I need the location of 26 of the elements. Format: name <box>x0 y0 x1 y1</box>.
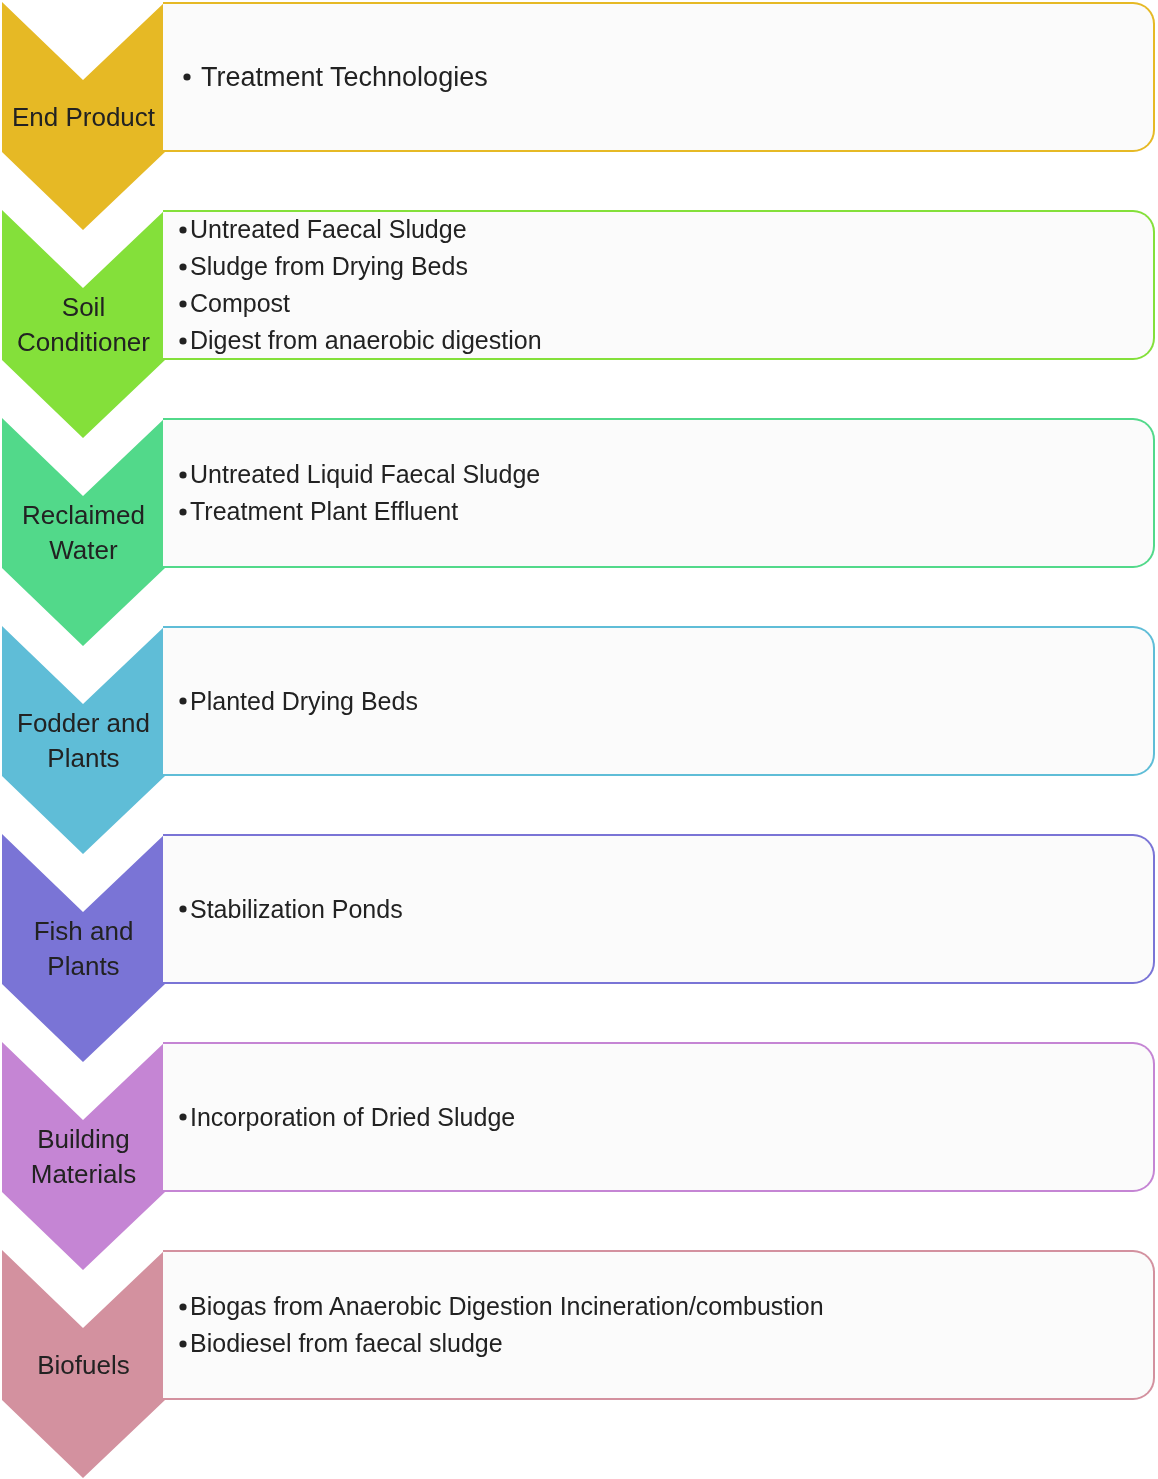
chevron-label: Reclaimed Water <box>21 499 146 567</box>
list-item-text: Stabilization Ponds <box>190 893 403 925</box>
chevron-label: Biofuels <box>37 1348 130 1382</box>
list-item-text: Digest from anaerobic digestion <box>190 325 542 356</box>
list-item-text: Treatment Technologies <box>201 60 488 94</box>
list-item-text: Treatment Plant Effluent <box>190 496 459 527</box>
content-panel <box>163 626 1155 776</box>
chevron-label: Soil Conditioner <box>16 291 151 359</box>
list-item-text: Sludge from Drying Beds <box>190 251 468 282</box>
list-item-text: Planted Drying Beds <box>190 685 418 717</box>
content-panel <box>163 1042 1155 1192</box>
list-item-text: Biogas from Anaerobic Digestion Incineration/combustion <box>190 1291 824 1322</box>
list-item-text: Biodiesel from faecal sludge <box>190 1328 503 1359</box>
content-panel <box>163 2 1155 152</box>
chevron-label: End Product <box>11 100 156 134</box>
chevron-label: Building Materials <box>29 1123 138 1191</box>
list-item-text: Untreated Faecal Sludge <box>190 214 467 245</box>
list-item-text: Untreated Liquid Faecal Sludge <box>190 459 541 490</box>
content-panel <box>163 1250 1155 1400</box>
chevron-label: Fodder and Plants <box>16 707 151 775</box>
content-panel <box>163 418 1155 568</box>
content-panel <box>163 210 1155 360</box>
list-item-text: Compost <box>190 288 291 319</box>
chevron-label: Fish and Plants <box>32 915 135 983</box>
content-panel <box>163 834 1155 984</box>
list-item-text: Incorporation of Dried Sludge <box>190 1101 516 1133</box>
